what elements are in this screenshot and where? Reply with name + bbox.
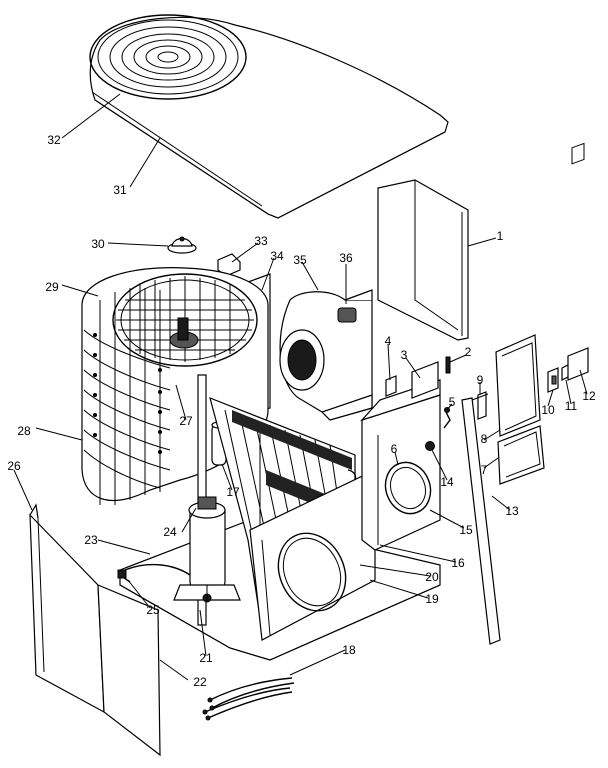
callout-5: 5 (448, 395, 456, 409)
callout-21: 21 (199, 651, 213, 665)
callout-23: 23 (84, 533, 98, 547)
callout-11: 11 (564, 399, 578, 413)
callout-12: 12 (582, 389, 596, 403)
callout-8: 8 (480, 432, 488, 446)
callout-18: 18 (342, 643, 356, 657)
blower-assembly (279, 289, 373, 421)
front-panels (29, 503, 161, 757)
service-partition (249, 469, 376, 641)
callout-32: 32 (47, 133, 61, 147)
callout-17: 17 (226, 485, 240, 499)
callout-31: 31 (113, 183, 127, 197)
control-panels (495, 334, 545, 485)
callout-25: 25 (146, 603, 160, 617)
motor-cap (167, 236, 197, 254)
callout-16: 16 (451, 556, 465, 570)
access-panel (377, 179, 469, 341)
callout-9: 9 (476, 373, 484, 387)
callout-22: 22 (193, 675, 207, 689)
callout-34: 34 (270, 249, 284, 263)
callout-14: 14 (440, 475, 454, 489)
fan-grille (89, 14, 247, 100)
callout-26: 26 (7, 459, 21, 473)
callout-7: 7 (480, 463, 488, 477)
leader-lines (13, 93, 588, 681)
callout-20: 20 (425, 570, 439, 584)
callout-28: 28 (17, 424, 31, 438)
callout-29: 29 (45, 280, 59, 294)
callout-15: 15 (459, 523, 473, 537)
callout-19: 19 (425, 592, 439, 606)
blower-partition (360, 379, 441, 551)
callout-13: 13 (505, 504, 519, 518)
callout-10: 10 (541, 403, 555, 417)
callout-35: 35 (293, 253, 307, 267)
top-panel (89, 16, 449, 219)
callout-2: 2 (464, 345, 472, 359)
callout-36: 36 (339, 251, 353, 265)
callout-1: 1 (496, 229, 504, 243)
callout-24: 24 (163, 525, 177, 539)
small-parts (385, 142, 589, 645)
compressor (173, 496, 241, 603)
wire-harness (202, 677, 295, 721)
callout-27: 27 (179, 414, 193, 428)
callout-30: 30 (91, 237, 105, 251)
callout-3: 3 (400, 348, 408, 362)
callout-4: 4 (384, 334, 392, 348)
callout-33: 33 (254, 234, 268, 248)
callout-6: 6 (390, 442, 398, 456)
